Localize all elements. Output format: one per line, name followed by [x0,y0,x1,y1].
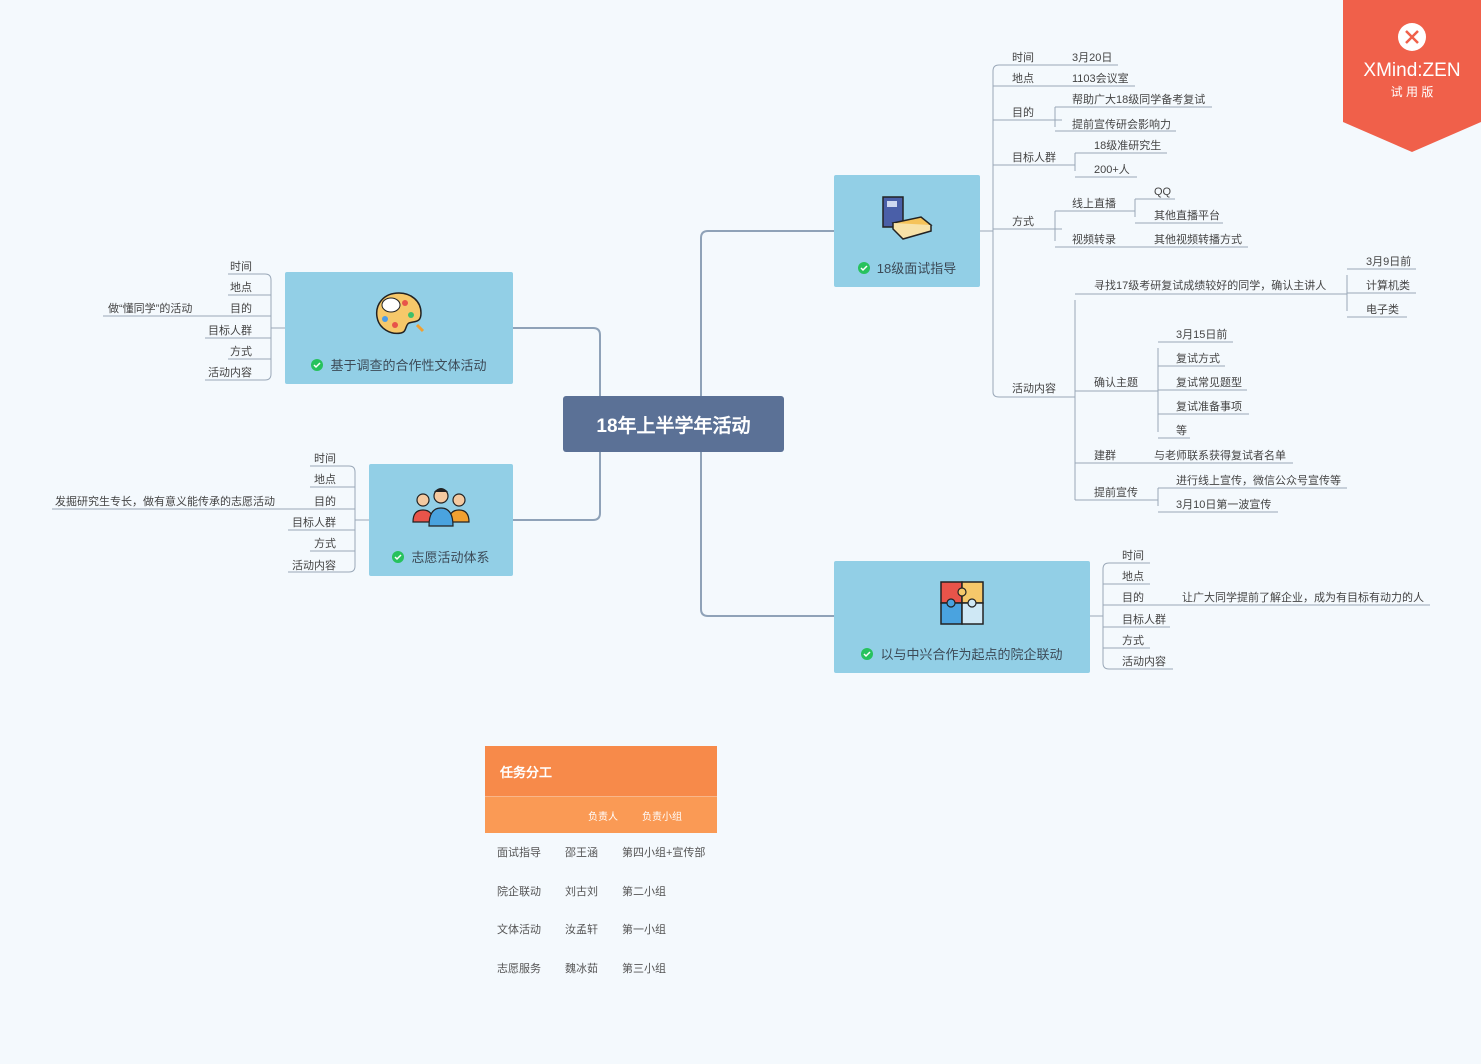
enterprise-place[interactable]: 地点 [1122,571,1144,583]
palette-icon [371,272,427,355]
topic-5[interactable]: 等 [1176,425,1187,437]
interview-purpose[interactable]: 目的 [1012,107,1034,119]
topic-culture[interactable]: 基于调查的合作性文体活动 [285,272,513,384]
xmind-watermark: XMind:ZEN 试 用 版 [1343,0,1481,152]
culture-target[interactable]: 目标人群 [208,325,252,337]
enterprise-purpose-value[interactable]: 让广大同学提前了解企业，成为有目标有动力的人 [1182,592,1424,604]
table-cell: 邵王涵 [565,847,598,860]
check-icon [311,358,324,371]
check-icon [392,550,405,563]
culture-purpose-value[interactable]: 做“懂同学”的活动 [108,303,193,315]
table-cell: 志愿服务 [497,962,541,975]
enterprise-time[interactable]: 时间 [1122,550,1144,562]
volunteer-purpose-value[interactable]: 发掘研究生专长，做有意义能传承的志愿活动 [55,496,275,508]
check-icon [861,647,874,660]
interview-target[interactable]: 目标人群 [1012,152,1056,164]
table-header-cell: 负责人 [588,811,618,823]
interview-content[interactable]: 活动内容 [1012,383,1056,395]
enterprise-purpose[interactable]: 目的 [1122,592,1144,604]
find-1[interactable]: 3月9日前 [1366,256,1412,268]
content-topic[interactable]: 确认主题 [1094,377,1138,389]
table-cell: 面试指导 [497,847,541,860]
enterprise-method[interactable]: 方式 [1122,635,1144,647]
task-table: 任务分工 负责人 负责小组 面试指导 邵王涵 第四小组+宣传部 院企联动 刘古刘… [485,746,717,987]
table-cell: 第四小组+宣传部 [622,847,706,860]
watermark-edition: 试 用 版 [1390,85,1434,99]
table-header-cell: 负责小组 [642,811,682,823]
table-cell: 文体活动 [497,924,541,937]
books-icon [879,175,935,258]
topic-label: 18级面试指导 [876,261,957,276]
topic-label: 志愿活动体系 [411,550,490,565]
interview-purpose-2[interactable]: 提前宣传研会影响力 [1072,119,1171,131]
find-2[interactable]: 计算机类 [1366,280,1410,292]
interview-time[interactable]: 时间 [1012,52,1034,64]
central-topic[interactable]: 18年上半学年活动 [563,396,784,452]
volunteer-target[interactable]: 目标人群 [292,517,336,529]
table-header-row: 负责人 负责小组 [485,796,717,833]
puzzle-icon [937,561,987,644]
interview-place-value[interactable]: 1103会议室 [1072,73,1129,85]
table-row: 文体活动 汝孟轩 第一小组 [485,910,717,949]
culture-content[interactable]: 活动内容 [208,367,252,379]
live-other[interactable]: 其他直播平台 [1154,210,1220,222]
interview-target-1[interactable]: 18级准研究生 [1094,140,1162,152]
table-row: 院企联动 刘古刘 第二小组 [485,872,717,911]
content-find[interactable]: 寻找17级考研复试成绩较好的同学，确认主讲人 [1094,280,1327,292]
topic-3[interactable]: 复试常见题型 [1176,377,1242,389]
volunteer-time[interactable]: 时间 [314,453,336,465]
content-promo[interactable]: 提前宣传 [1094,487,1138,499]
check-icon [857,261,870,274]
culture-time[interactable]: 时间 [230,261,252,273]
people-icon [409,464,473,547]
topic-2[interactable]: 复试方式 [1176,353,1220,365]
enterprise-target[interactable]: 目标人群 [1122,614,1166,626]
culture-method[interactable]: 方式 [230,346,252,358]
table-row: 面试指导 邵王涵 第四小组+宣传部 [485,833,717,872]
interview-purpose-1[interactable]: 帮助广大18级同学备考复试 [1072,94,1206,106]
table-cell: 刘古刘 [565,885,598,898]
volunteer-place[interactable]: 地点 [314,474,336,486]
table-title: 任务分工 [485,746,717,796]
topic-label: 基于调查的合作性文体活动 [330,358,487,373]
interview-target-2[interactable]: 200+人 [1094,164,1130,176]
culture-place[interactable]: 地点 [230,282,252,294]
enterprise-content[interactable]: 活动内容 [1122,656,1166,668]
interview-method[interactable]: 方式 [1012,216,1034,228]
method-live[interactable]: 线上直播 [1072,198,1116,210]
topic-enterprise[interactable]: 以与中兴合作为起点的院企联动 [834,561,1090,673]
volunteer-method[interactable]: 方式 [314,538,336,550]
table-cell: 第一小组 [622,924,666,937]
volunteer-content[interactable]: 活动内容 [292,560,336,572]
live-qq[interactable]: QQ [1154,186,1172,198]
content-group[interactable]: 建群 [1094,450,1116,462]
volunteer-purpose[interactable]: 目的 [314,496,336,508]
table-cell: 魏冰茹 [565,962,598,975]
topic-label: 以与中兴合作为起点的院企联动 [880,647,1063,662]
promo-2[interactable]: 3月10日第一波宣传 [1176,499,1272,511]
interview-place[interactable]: 地点 [1012,73,1034,85]
table-cell: 第三小组 [622,962,666,975]
group-1[interactable]: 与老师联系获得复试者名单 [1154,450,1286,462]
table-cell: 院企联动 [497,885,541,898]
promo-1[interactable]: 进行线上宣传，微信公众号宣传等 [1176,475,1341,487]
table-cell: 汝孟轩 [565,924,598,937]
topic-4[interactable]: 复试准备事项 [1176,401,1242,413]
topic-interview[interactable]: 18级面试指导 [834,175,980,287]
interview-time-value[interactable]: 3月20日 [1072,52,1113,64]
topic-volunteer[interactable]: 志愿活动体系 [369,464,513,576]
table-row: 志愿服务 魏冰茹 第三小组 [485,949,717,988]
method-video[interactable]: 视频转录 [1072,234,1116,246]
video-other[interactable]: 其他视频转播方式 [1154,234,1242,246]
culture-purpose[interactable]: 目的 [230,303,252,315]
topic-1[interactable]: 3月15日前 [1176,329,1228,341]
watermark-brand: XMind:ZEN [1363,60,1461,81]
table-cell: 第二小组 [622,885,666,898]
find-3[interactable]: 电子类 [1366,304,1399,316]
